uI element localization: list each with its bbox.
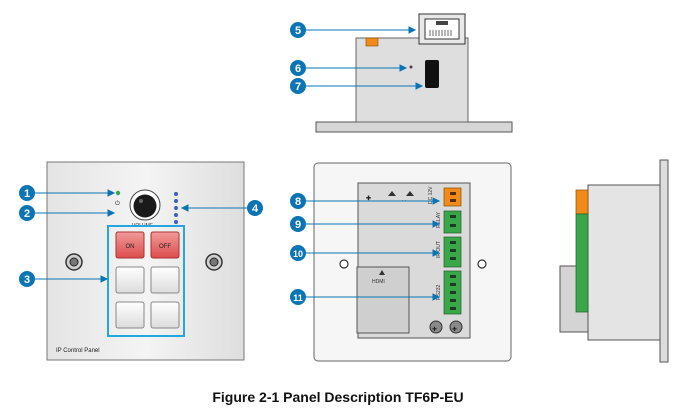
top-view-faceplate-edge [315, 121, 513, 133]
on-button[interactable]: ON [115, 231, 145, 259]
ethernet-pins [429, 30, 452, 36]
right-mount-screw [205, 253, 223, 271]
ethernet-port-socket [424, 18, 460, 40]
top-orange-connector [365, 37, 379, 47]
rear-left-hole [339, 259, 349, 269]
callout-5-number: 5 [295, 25, 301, 37]
callout-11: 11 [290, 289, 306, 305]
left-mount-screw [65, 253, 83, 271]
callout-3: 3 [19, 271, 35, 287]
side-view [559, 159, 669, 363]
volume-knob[interactable] [133, 194, 157, 218]
panel-label: IP Control Panel [56, 348, 100, 354]
ir-terminal-label: IR OUT [436, 241, 442, 258]
power-icon: ⏻ [115, 200, 120, 207]
power-led [115, 190, 121, 196]
relay-terminal-label: RELAY [436, 211, 442, 228]
legend-arrow-2 [406, 191, 414, 196]
plus-symbol-top: ✚ [366, 195, 371, 202]
callout-2: 2 [19, 205, 35, 221]
dc-terminal-block [443, 187, 462, 207]
side-orange-connector [575, 189, 589, 215]
callout-10: 10 [290, 245, 306, 261]
side-body [587, 184, 661, 341]
hdmi-card [356, 266, 410, 334]
callout-11-number: 11 [293, 293, 303, 303]
volume-knob-highlight [139, 199, 143, 203]
rear-right-hole [477, 259, 487, 269]
hdmi-label: HDMI [372, 279, 385, 285]
rs232-terminal-label: RS232 [436, 284, 442, 300]
ethernet-port-latch [436, 21, 448, 25]
callout-7: 7 [290, 78, 306, 94]
button-group-highlight [107, 225, 185, 337]
screw-plus-1: ✚ [432, 326, 437, 333]
legend-arrow-1 [388, 191, 396, 196]
callout-8: 8 [290, 193, 306, 209]
blank-button-6[interactable] [150, 301, 180, 329]
callout-5: 5 [290, 22, 306, 38]
blank-button-5[interactable] [115, 301, 145, 329]
callout-8-number: 8 [295, 196, 301, 208]
callout-1-number: 1 [24, 188, 30, 200]
off-button-label: OFF [159, 244, 171, 250]
front-view: ⏻ VOLUME ON OFF IP Control Panel [46, 161, 245, 361]
blank-button-4[interactable] [150, 266, 180, 294]
top-view-body [355, 37, 469, 123]
side-faceplate [659, 159, 669, 363]
dc-terminal-label: DC 12V [428, 186, 434, 204]
volume-level-leds [174, 192, 178, 224]
figure-caption: Figure 2-1 Panel Description TF6P-EU [212, 389, 464, 405]
callout-6: 6 [290, 60, 306, 76]
dc-power-jack [425, 60, 439, 88]
side-green-connector [575, 213, 589, 313]
callout-9-number: 9 [295, 219, 301, 231]
screw-plus-2: ✚ [452, 326, 457, 333]
callout-7-number: 7 [295, 81, 301, 93]
callout-6-number: 6 [295, 63, 301, 75]
relay-terminal-block [443, 210, 462, 234]
off-button[interactable]: OFF [150, 231, 180, 259]
on-button-label: ON [126, 244, 135, 250]
callout-1: 1 [19, 185, 35, 201]
callout-2-number: 2 [24, 208, 30, 220]
top-led-dot [409, 65, 413, 69]
rear-bottom-screws: ✚ ✚ [429, 320, 463, 334]
callout-10-number: 10 [293, 249, 303, 259]
top-view [315, 13, 513, 133]
blank-button-3[interactable] [115, 266, 145, 294]
callout-4: 4 [247, 200, 263, 216]
dc-screws [450, 192, 456, 202]
callout-4-number: 4 [252, 203, 259, 215]
callout-leaders [34, 26, 441, 301]
callout-3-number: 3 [24, 274, 30, 286]
callout-9: 9 [290, 216, 306, 232]
hdmi-arrow [379, 270, 385, 275]
terminal-screws [450, 215, 456, 310]
rear-view: HDMI ✚ · · DC 12V RELAY IR OUT RS232 ✚ [313, 162, 512, 362]
